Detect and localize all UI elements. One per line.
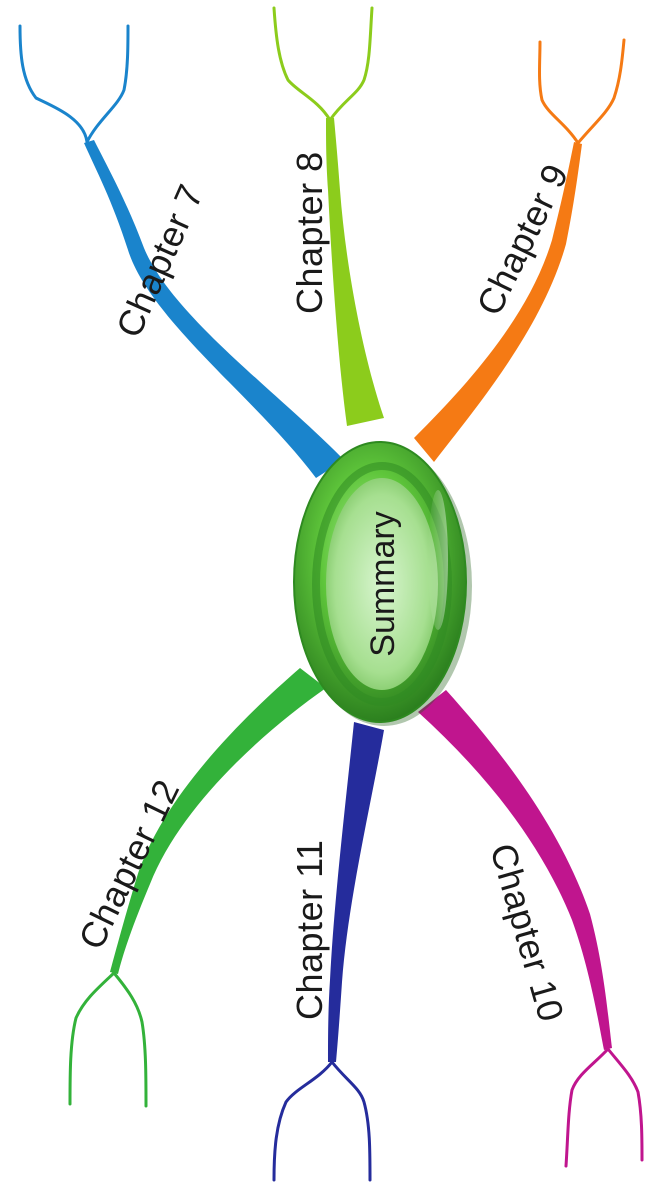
branch-fork (564, 1047, 644, 1168)
branch-stem (328, 722, 384, 1062)
central-node[interactable]: Summary (293, 441, 472, 726)
node-inner (326, 478, 438, 690)
branch-stem (110, 668, 326, 974)
node-ring (312, 462, 452, 706)
branch-fork (18, 24, 130, 144)
branch-stem (414, 142, 582, 462)
branch-chapter-8[interactable]: Chapter 8 (272, 6, 384, 426)
center-label: Summary (364, 511, 402, 656)
branch-label: Chapter 8 (289, 151, 330, 314)
branch-chapter-12[interactable]: Chapter 12 (68, 668, 326, 1108)
branch-label: Chapter 11 (289, 840, 330, 1020)
branch-fork (272, 6, 374, 122)
branch-fork (68, 971, 148, 1108)
branch-stem (418, 690, 612, 1050)
node-highlight (428, 490, 448, 630)
branch-chapter-9[interactable]: Chapter 9 (414, 38, 626, 462)
branch-stem (326, 118, 384, 426)
branch-chapter-11[interactable]: Chapter 11 (272, 722, 384, 1182)
branch-chapter-10[interactable]: Chapter 10 (418, 690, 644, 1168)
branch-fork (272, 1060, 372, 1182)
branch-stem (84, 140, 344, 478)
branch-fork (538, 38, 626, 145)
